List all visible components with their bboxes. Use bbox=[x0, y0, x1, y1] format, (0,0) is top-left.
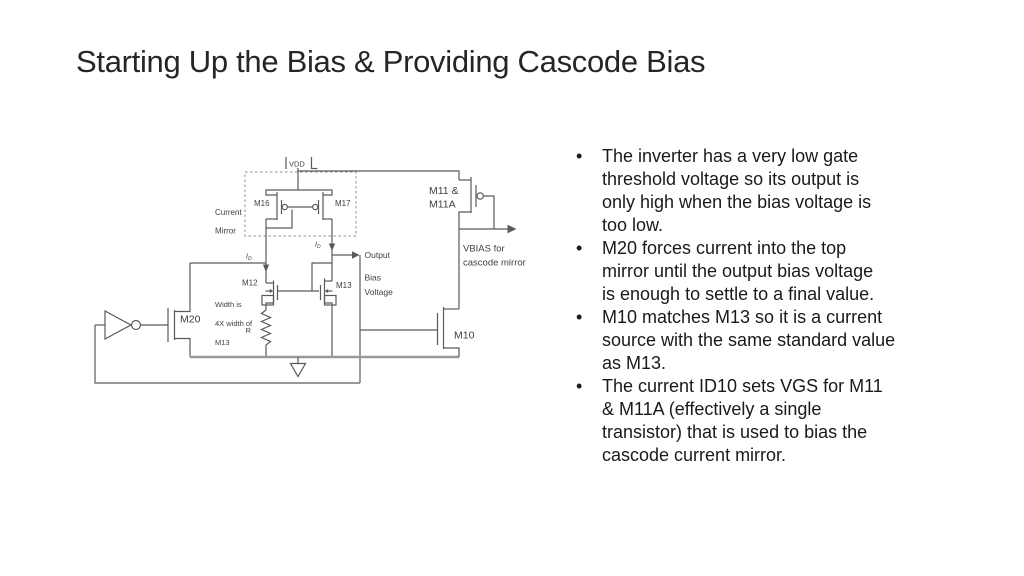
width-note-3: M13 bbox=[215, 338, 230, 347]
transistor-m20 bbox=[167, 263, 191, 357]
m11-label-1: M11 & bbox=[429, 185, 459, 197]
id-label-left: ID bbox=[246, 254, 252, 263]
bullet-marker: • bbox=[576, 307, 583, 327]
id-label-right: ID bbox=[315, 242, 321, 251]
ground-symbol bbox=[289, 357, 307, 378]
current-arrow-right bbox=[328, 243, 336, 251]
m12-label: M12 bbox=[242, 279, 258, 288]
current-arrow-left bbox=[262, 264, 270, 272]
vdd-terminal bbox=[285, 157, 318, 170]
current-mirror-label-2: Mirror bbox=[215, 227, 236, 236]
inverter bbox=[104, 309, 142, 341]
bullet-marker: • bbox=[576, 238, 583, 258]
output-label-1: Output bbox=[365, 250, 391, 260]
transistor-m16 bbox=[265, 189, 333, 229]
m20-label: M20 bbox=[180, 314, 201, 326]
transistor-m13 bbox=[319, 278, 337, 357]
vbias-arrow bbox=[507, 224, 517, 234]
vbias-label-2: cascode mirror bbox=[463, 258, 526, 269]
bullet-text-4: The current ID10 sets VGS for M11 & M11A… bbox=[602, 376, 883, 465]
m17-label: M17 bbox=[335, 199, 351, 208]
transistor-m17 bbox=[287, 192, 332, 220]
width-note-2: 4X width of bbox=[215, 319, 253, 328]
bullet-marker: • bbox=[576, 376, 583, 396]
pmos-bubble-m16 bbox=[281, 203, 288, 211]
bullet-text-1: The inverter has a very low gate thresho… bbox=[602, 146, 872, 235]
slide-title: Starting Up the Bias & Providing Cascode… bbox=[76, 44, 706, 79]
bullet-text-2: M20 forces current into the top mirror u… bbox=[602, 238, 875, 304]
transistor-m11-m11a bbox=[458, 177, 485, 229]
pmos-bubble-m11 bbox=[476, 192, 485, 200]
vbias-label-1: VBIAS for bbox=[463, 244, 505, 255]
output-label-2: Bias bbox=[365, 273, 382, 283]
wires bbox=[94, 168, 508, 384]
m11-label-2: M11A bbox=[429, 199, 456, 211]
transistor-m10 bbox=[436, 307, 460, 357]
bullet-marker: • bbox=[576, 146, 583, 166]
current-mirror-label-1: Current bbox=[215, 208, 242, 217]
bullet-item-4: • The current ID10 sets VGS for M11 & M1… bbox=[576, 375, 906, 467]
bullet-text-3: M10 matches M13 so it is a current sourc… bbox=[602, 307, 896, 373]
m10-label: M10 bbox=[454, 330, 475, 342]
m13-label: M13 bbox=[336, 281, 352, 290]
bullet-item-2: • M20 forces current into the top mirror… bbox=[576, 237, 906, 306]
resistor bbox=[260, 309, 272, 357]
width-note-1: Width is bbox=[215, 300, 242, 309]
bullet-list: • The inverter has a very low gate thres… bbox=[576, 145, 906, 467]
bullet-item-1: • The inverter has a very low gate thres… bbox=[576, 145, 906, 237]
m16-label: M16 bbox=[254, 199, 270, 208]
output-arrow bbox=[352, 251, 360, 259]
output-label-3: Voltage bbox=[365, 287, 394, 297]
resistor-label: R bbox=[246, 326, 252, 335]
pmos-bubble-m17 bbox=[312, 203, 319, 211]
current-mirror-box bbox=[244, 171, 357, 237]
vdd-label: VDD bbox=[289, 160, 305, 169]
inverter-bubble bbox=[130, 319, 142, 331]
transistor-m12 bbox=[261, 280, 279, 310]
bullet-item-3: • M10 matches M13 so it is a current sou… bbox=[576, 306, 906, 375]
